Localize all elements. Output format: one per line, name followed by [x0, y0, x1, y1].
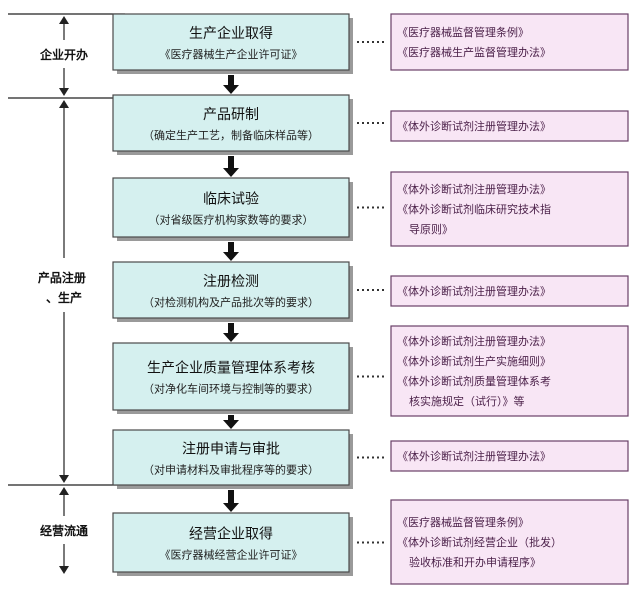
- step-subtitle: （对净化车间环境与控制等的要求）: [143, 382, 319, 396]
- step-box: [112, 512, 350, 573]
- law-box: [390, 13, 629, 71]
- step-subtitle: （对省级医疗机构家数等的要求）: [149, 213, 314, 227]
- flow-arrow: [223, 242, 239, 261]
- stage-register-bracket: [59, 100, 69, 483]
- law-text: 核实施规定（试行）》等: [409, 394, 525, 408]
- law-text: 导原则》: [409, 223, 453, 236]
- step-3: 临床试验 （对省级医疗机构家数等的要求） 《体外诊断试剂注册管理办法》《体外诊断试剂…: [112, 171, 629, 261]
- step-title: 经营企业取得: [189, 526, 273, 543]
- law-text: 《体外诊断试剂注册管理办法》: [397, 334, 551, 348]
- step-1: 生产企业取得《医疗器械生产企业许可证》 《医疗器械监督管理条例》《医疗器械生产监督…: [112, 13, 629, 94]
- law-box: [390, 275, 629, 307]
- law-box: [390, 440, 629, 472]
- stage-circulation-bracket: [59, 487, 69, 574]
- flow-arrow: [223, 490, 239, 512]
- law-text: 《体外诊断试剂注册管理办法》: [397, 119, 551, 133]
- step-subtitle: （确定生产工艺，制备临床样品等）: [143, 128, 319, 142]
- law-text: 《体外诊断试剂生产实施细则》: [397, 354, 551, 368]
- step-title: 生产企业取得: [189, 25, 273, 42]
- law-box: [390, 325, 629, 417]
- law-text: 验收标准和开办申请程序》: [409, 555, 541, 569]
- law-text: 《体外诊断试剂注册管理办法》: [397, 182, 551, 196]
- flow-arrow: [223, 323, 239, 342]
- step-2: 产品研制 （确定生产工艺，制备临床样品等） 《体外诊断试剂注册管理办法》: [112, 94, 629, 177]
- law-box: [390, 171, 629, 247]
- law-box: [390, 499, 629, 585]
- stage-label-circulation: 经营流通: [40, 523, 88, 538]
- step-title: 产品研制: [203, 107, 259, 123]
- step-subtitle: （对检测机构及产品批次等的要求）: [143, 295, 319, 309]
- law-text: 《体外诊断试剂注册管理办法》: [397, 449, 551, 463]
- step-box: [112, 429, 350, 486]
- law-text: 《体外诊断试剂注册管理办法》: [397, 284, 551, 298]
- step-4: 注册检测 （对检测机构及产品批次等的要求） 《体外诊断试剂注册管理办法》: [112, 261, 629, 342]
- step-title: 注册检测: [203, 274, 259, 290]
- step-6: 注册申请与审批 （对申请材料及审批程序等的要求） 《体外诊断试剂注册管理办法》: [112, 429, 629, 512]
- step-subtitle: 《医疗器械生产企业许可证》: [160, 47, 303, 61]
- step-box: [112, 94, 350, 152]
- law-text: 《医疗器械监督管理条例》: [397, 25, 529, 39]
- law-text: 《医疗器械生产监督管理办法》: [397, 45, 551, 59]
- law-text: 《体外诊断试剂经营企业（批发）: [397, 535, 562, 549]
- stage-enterprise-bracket: [59, 16, 69, 96]
- step-box: [112, 177, 350, 238]
- step-title: 临床试验: [203, 192, 259, 208]
- step-title: 生产企业质量管理体系考核: [147, 360, 315, 377]
- steps-layer: 生产企业取得《医疗器械生产企业许可证》《医疗器械监督管理条例》《医疗器械生产监督…: [112, 13, 629, 585]
- step-title: 注册申请与审批: [182, 442, 280, 458]
- flow-arrow: [223, 75, 239, 94]
- stage-label-register: 产品注册 、生产: [38, 270, 90, 305]
- flow-arrow: [223, 415, 239, 429]
- step-7: 经营企业取得《医疗器械经营企业许可证》 《医疗器械监督管理条例》《体外诊断试剂经营…: [112, 499, 629, 585]
- step-subtitle: 《医疗器械经营企业许可证》: [160, 548, 303, 562]
- step-subtitle: （对申请材料及审批程序等的要求）: [143, 463, 319, 477]
- law-text: 《体外诊断试剂临床研究技术指: [397, 202, 551, 216]
- step-box: [112, 13, 350, 71]
- step-box: [112, 342, 350, 411]
- stage-label-enterprise: 企业开办: [39, 47, 88, 62]
- step-5: 生产企业质量管理体系考核 （对净化车间环境与控制等的要求） 《体外诊断试剂注册管理办…: [112, 325, 629, 429]
- flow-arrow: [223, 156, 239, 177]
- law-text: 《医疗器械监督管理条例》: [397, 515, 529, 529]
- step-box: [112, 261, 350, 319]
- law-box: [390, 110, 629, 142]
- law-text: 《体外诊断试剂质量管理体系考: [397, 374, 551, 388]
